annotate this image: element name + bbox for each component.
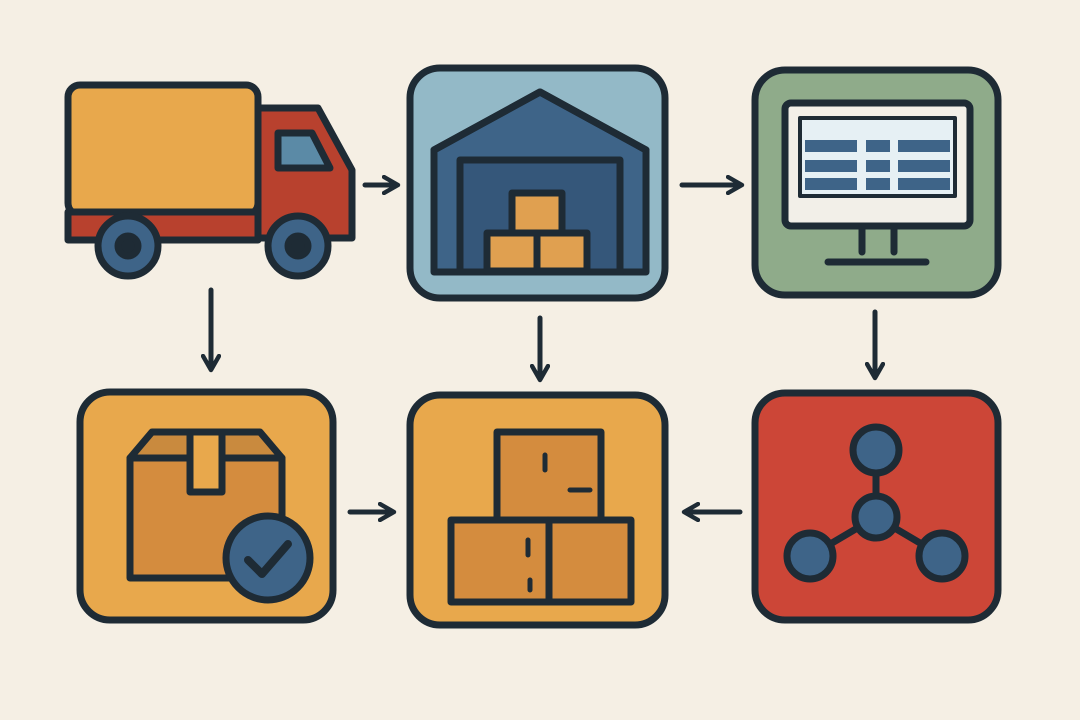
monitor-spreadsheet-icon xyxy=(751,66,1002,299)
package-check-icon xyxy=(76,388,337,624)
network-nodes-icon xyxy=(751,389,1002,624)
delivery-truck-icon xyxy=(64,81,356,280)
warehouse-icon xyxy=(406,64,669,302)
stacked-boxes-icon xyxy=(406,391,669,629)
